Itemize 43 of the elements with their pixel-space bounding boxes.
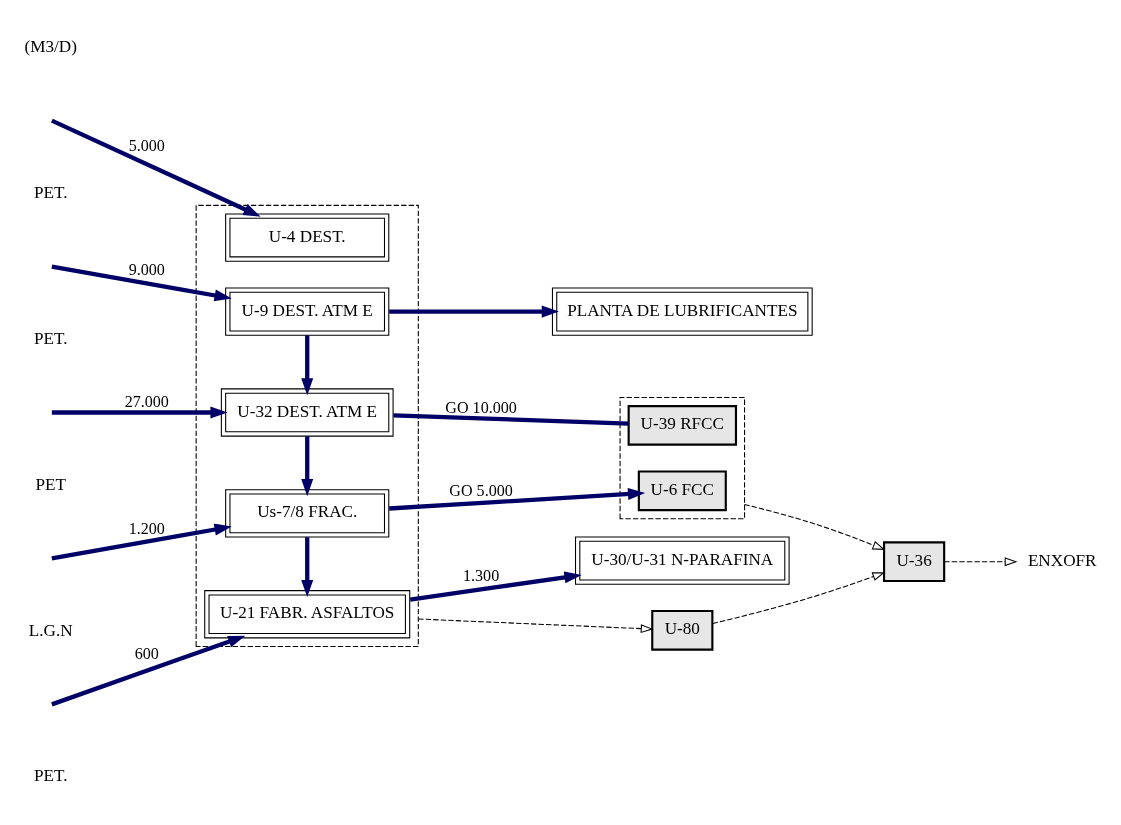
arrow	[301, 537, 314, 598]
arrow	[712, 572, 886, 625]
cluster	[619, 396, 746, 520]
edge-label: GO 10.000	[445, 398, 517, 416]
arrow	[51, 523, 232, 561]
arrow	[389, 305, 559, 318]
edge-label: 600	[134, 645, 159, 663]
node-box: U-9 DEST. ATM E	[225, 287, 390, 336]
node-box: U-36	[883, 541, 946, 583]
edge-label: 1.300	[462, 566, 500, 584]
node-box: U-32 DEST. ATM E	[220, 388, 394, 437]
node-box: Us-7/8 FRAC.	[225, 489, 390, 538]
edge-label: GO 5.000	[449, 482, 513, 500]
node-box: PLANTA DE LUBRIFICANTES	[551, 287, 813, 336]
edge-label: 27.000	[124, 393, 169, 411]
arrow	[51, 635, 246, 707]
edge-label: 5.000	[128, 136, 165, 154]
edge-label: 9.000	[128, 261, 165, 279]
node-box: U-4 DEST.	[225, 213, 390, 262]
node-text: ENXOFR	[1027, 550, 1097, 570]
label: (M3/D)	[24, 36, 77, 56]
node-box: U-39 RFCC	[627, 405, 738, 446]
node-box: U-80	[651, 609, 714, 651]
node-box: U-30/U-31 N-PARAFINA	[575, 536, 790, 585]
edge-label: 1.200	[128, 519, 165, 537]
arrow	[301, 436, 314, 497]
label: PET.	[33, 328, 68, 348]
node-box: U-6 FCC	[637, 470, 727, 512]
arrow	[409, 571, 582, 602]
arrow	[51, 406, 228, 419]
label: PET	[35, 474, 66, 494]
arrow	[389, 488, 646, 511]
arrow	[744, 504, 886, 550]
arrow	[943, 557, 1018, 567]
arrow	[51, 264, 232, 302]
label: PET.	[33, 182, 68, 202]
connector	[393, 413, 629, 426]
label: L.G.N	[28, 620, 73, 640]
label: PET.	[33, 766, 68, 786]
arrow	[301, 335, 314, 396]
arrow	[50, 118, 261, 217]
node-box: U-21 FABR. ASFALTOS	[204, 590, 411, 639]
arrow	[417, 618, 654, 634]
